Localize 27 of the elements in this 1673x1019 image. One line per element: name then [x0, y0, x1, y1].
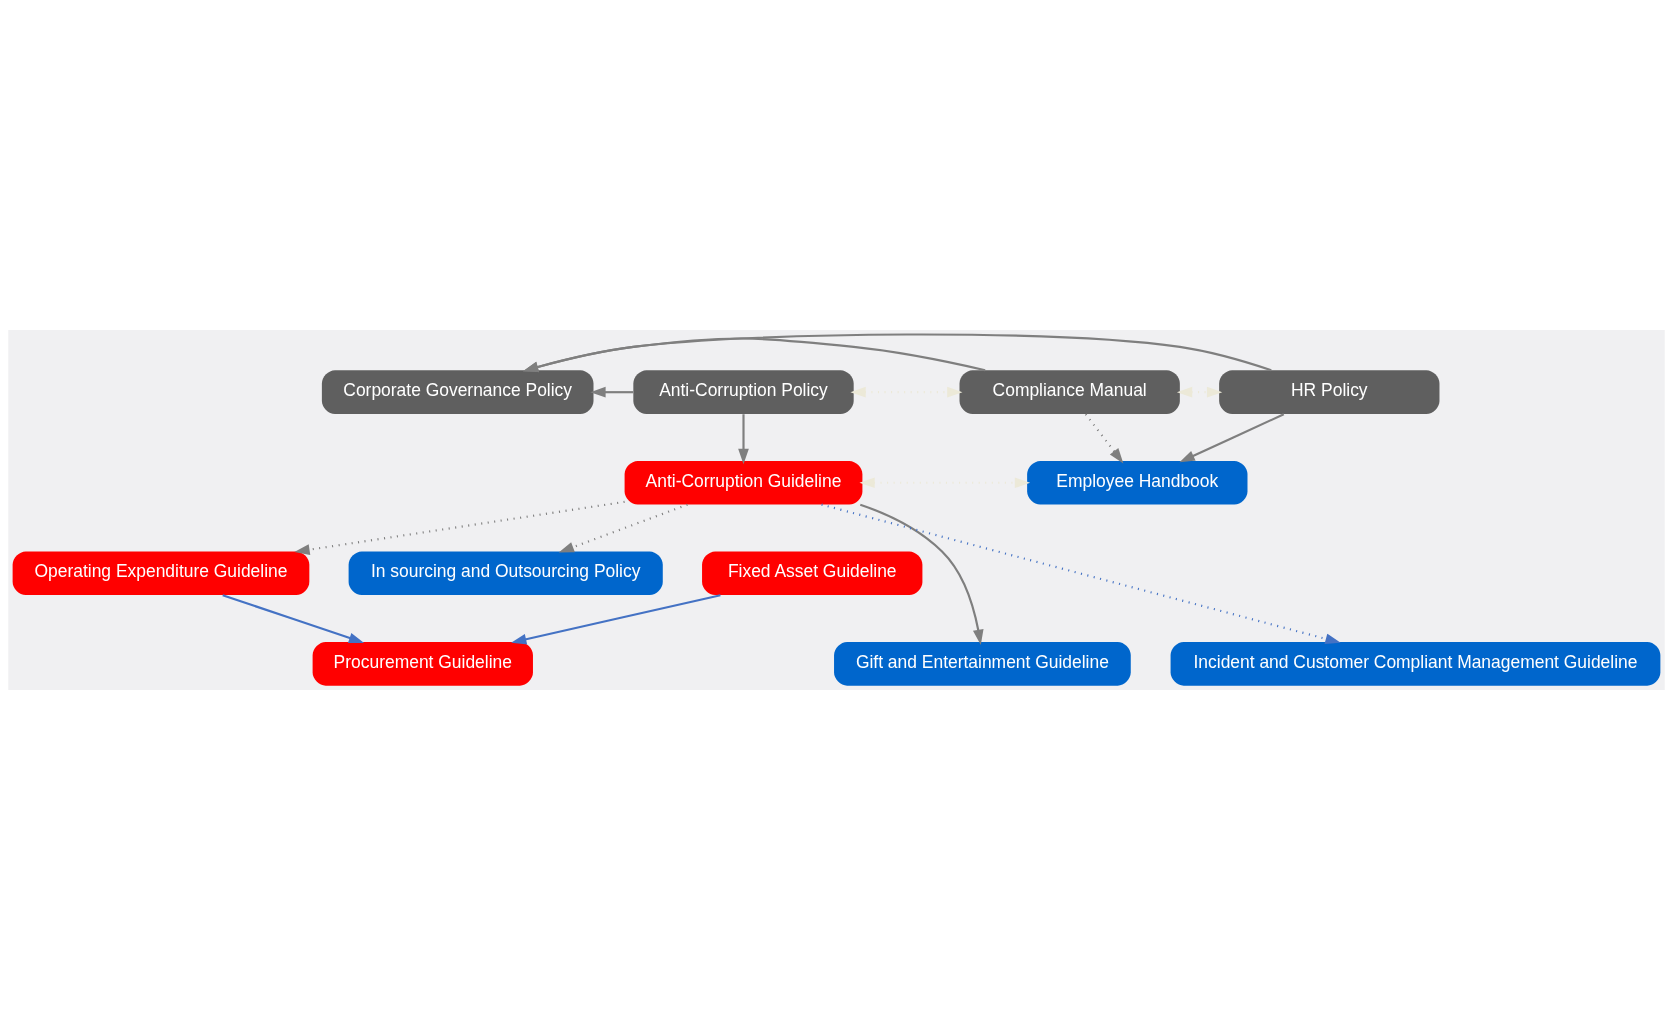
node-box: In sourcing and Outsourcing Policy [348, 550, 663, 595]
node-box: Procurement Guideline [312, 641, 533, 686]
node-box: Fixed Asset Guideline [702, 550, 923, 595]
node-box: Anti-Corruption Guideline [624, 460, 863, 505]
arrow [558, 503, 688, 552]
arrow [821, 503, 1341, 644]
arrow [294, 500, 625, 555]
node-box: Incident and Customer Compliant Management Guideline [1170, 641, 1661, 686]
arrow [590, 386, 634, 398]
node-box: Corporate Governance Policy [321, 369, 594, 414]
arrow [859, 476, 1031, 488]
arrow [1084, 413, 1124, 463]
arrow [1179, 412, 1285, 462]
arrow [738, 413, 749, 464]
node-box: Employee Handbook [1027, 460, 1248, 505]
arrow [522, 336, 986, 372]
arrow [1176, 386, 1223, 398]
arrow [859, 503, 984, 645]
arrow [222, 593, 365, 643]
node-box: Operating Expenditure Guideline [12, 550, 310, 595]
node-box: Compliance Manual [959, 369, 1180, 414]
arrow [511, 593, 721, 645]
node-box: Gift and Entertainment Guideline [834, 641, 1131, 686]
arrow [850, 386, 963, 398]
node-box: HR Policy [1219, 369, 1440, 414]
node-box: Anti-Corruption Policy [633, 369, 854, 414]
arrow [522, 332, 1272, 372]
